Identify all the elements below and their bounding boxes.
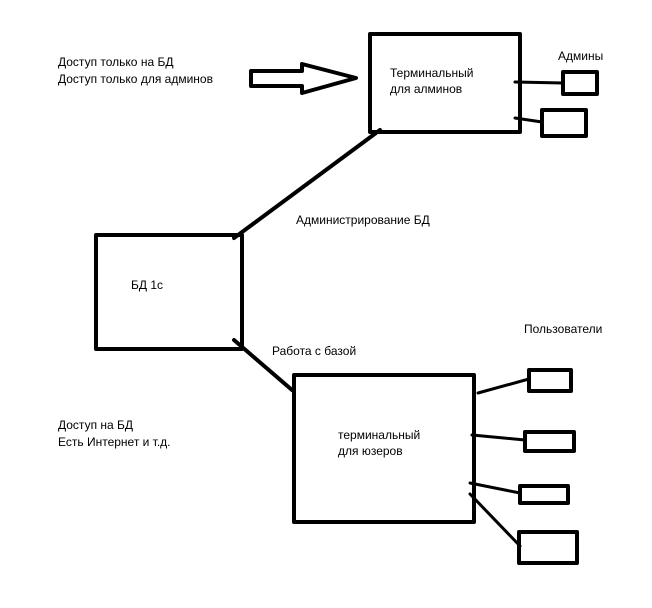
user-endpoint-3-link (468, 481, 522, 495)
admin-endpoint-2 (540, 108, 588, 138)
users-group-label: Пользователи (524, 322, 603, 336)
user-endpoint-2 (523, 430, 576, 453)
user-endpoint-4 (517, 530, 579, 565)
admin-db-link-label: Администрирование БД (296, 213, 430, 227)
arrow-icon (249, 62, 358, 95)
admin-endpoint-1-link (513, 80, 565, 85)
admins-group-label: Админы (558, 49, 604, 63)
admin-access-note-line2: Доступ только для админов (58, 72, 213, 86)
user-endpoint-4-link (468, 492, 522, 548)
user-access-note-line2: Есть Интернет и т.д. (58, 435, 171, 449)
user-endpoint-3 (518, 484, 570, 505)
user-terminal-label-line2: для юзеров (338, 444, 403, 458)
db-user-link (232, 338, 294, 392)
admin-access-note-line1: Доступ только на БД (58, 55, 174, 69)
user-access-note-line1: Доступ на БД (58, 418, 134, 432)
user-endpoint-1-link (476, 377, 531, 395)
user-terminal-label-line1: терминальный (338, 428, 421, 442)
admin-terminal-label-line1: Терминальный (390, 66, 474, 80)
user-terminal-box (292, 373, 476, 524)
admin-endpoint-1 (561, 70, 599, 96)
user-endpoint-1 (527, 368, 573, 393)
db-user-link-label: Работа с базой (272, 344, 357, 358)
admin-endpoint-2-link (513, 116, 544, 124)
user-endpoint-2-link (470, 433, 527, 442)
admin-terminal-label-line2: для алминов (390, 82, 463, 96)
db-box (94, 233, 244, 351)
db-label: БД 1с (131, 278, 164, 292)
admin-db-link (232, 128, 382, 240)
